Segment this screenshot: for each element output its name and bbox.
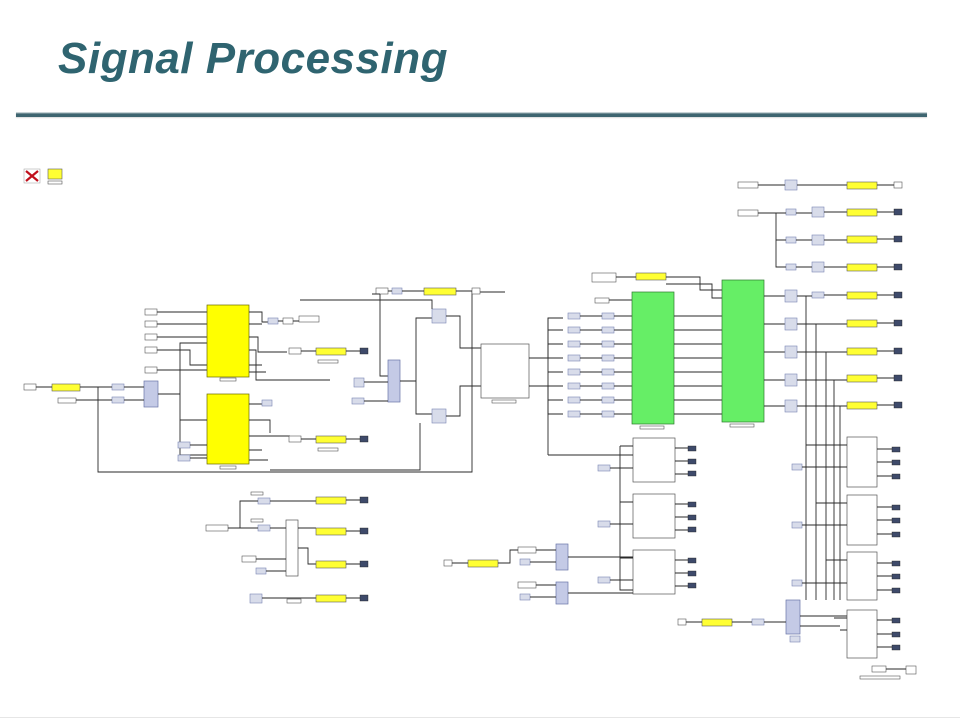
- footer-divider: [0, 717, 960, 718]
- center-right-white-subsystems: [548, 437, 697, 595]
- bottom-right-input-chain: [677, 599, 917, 680]
- green-subsystem-1-inputs: [567, 272, 632, 418]
- signal-processing-block-diagram: .w { stroke:#2a2a2a; stroke-width:0.9; f…: [23, 168, 917, 680]
- right-middle-column: [784, 289, 903, 600]
- system-generator-token-icon: [47, 168, 63, 180]
- subsystem-1-inputs: [144, 308, 207, 374]
- right-top-column: [737, 179, 903, 273]
- center-logic: [270, 287, 481, 471]
- lower-left-group: [205, 491, 369, 604]
- yellow-subsystem-2: [177, 393, 369, 470]
- resource-estimator-icon: [47, 180, 63, 185]
- green-subsystem-2: [721, 279, 785, 428]
- bottom-center-group: [443, 543, 633, 605]
- white-subsystem-center: [480, 317, 563, 455]
- xilinx-logo-icon: [23, 168, 41, 184]
- title-divider: [16, 112, 927, 117]
- slide-title: Signal Processing: [58, 34, 448, 83]
- yellow-subsystem-1: [206, 304, 369, 382]
- green-subsystem-1: [616, 272, 722, 430]
- right-bottom-white-subsystems: [791, 436, 901, 659]
